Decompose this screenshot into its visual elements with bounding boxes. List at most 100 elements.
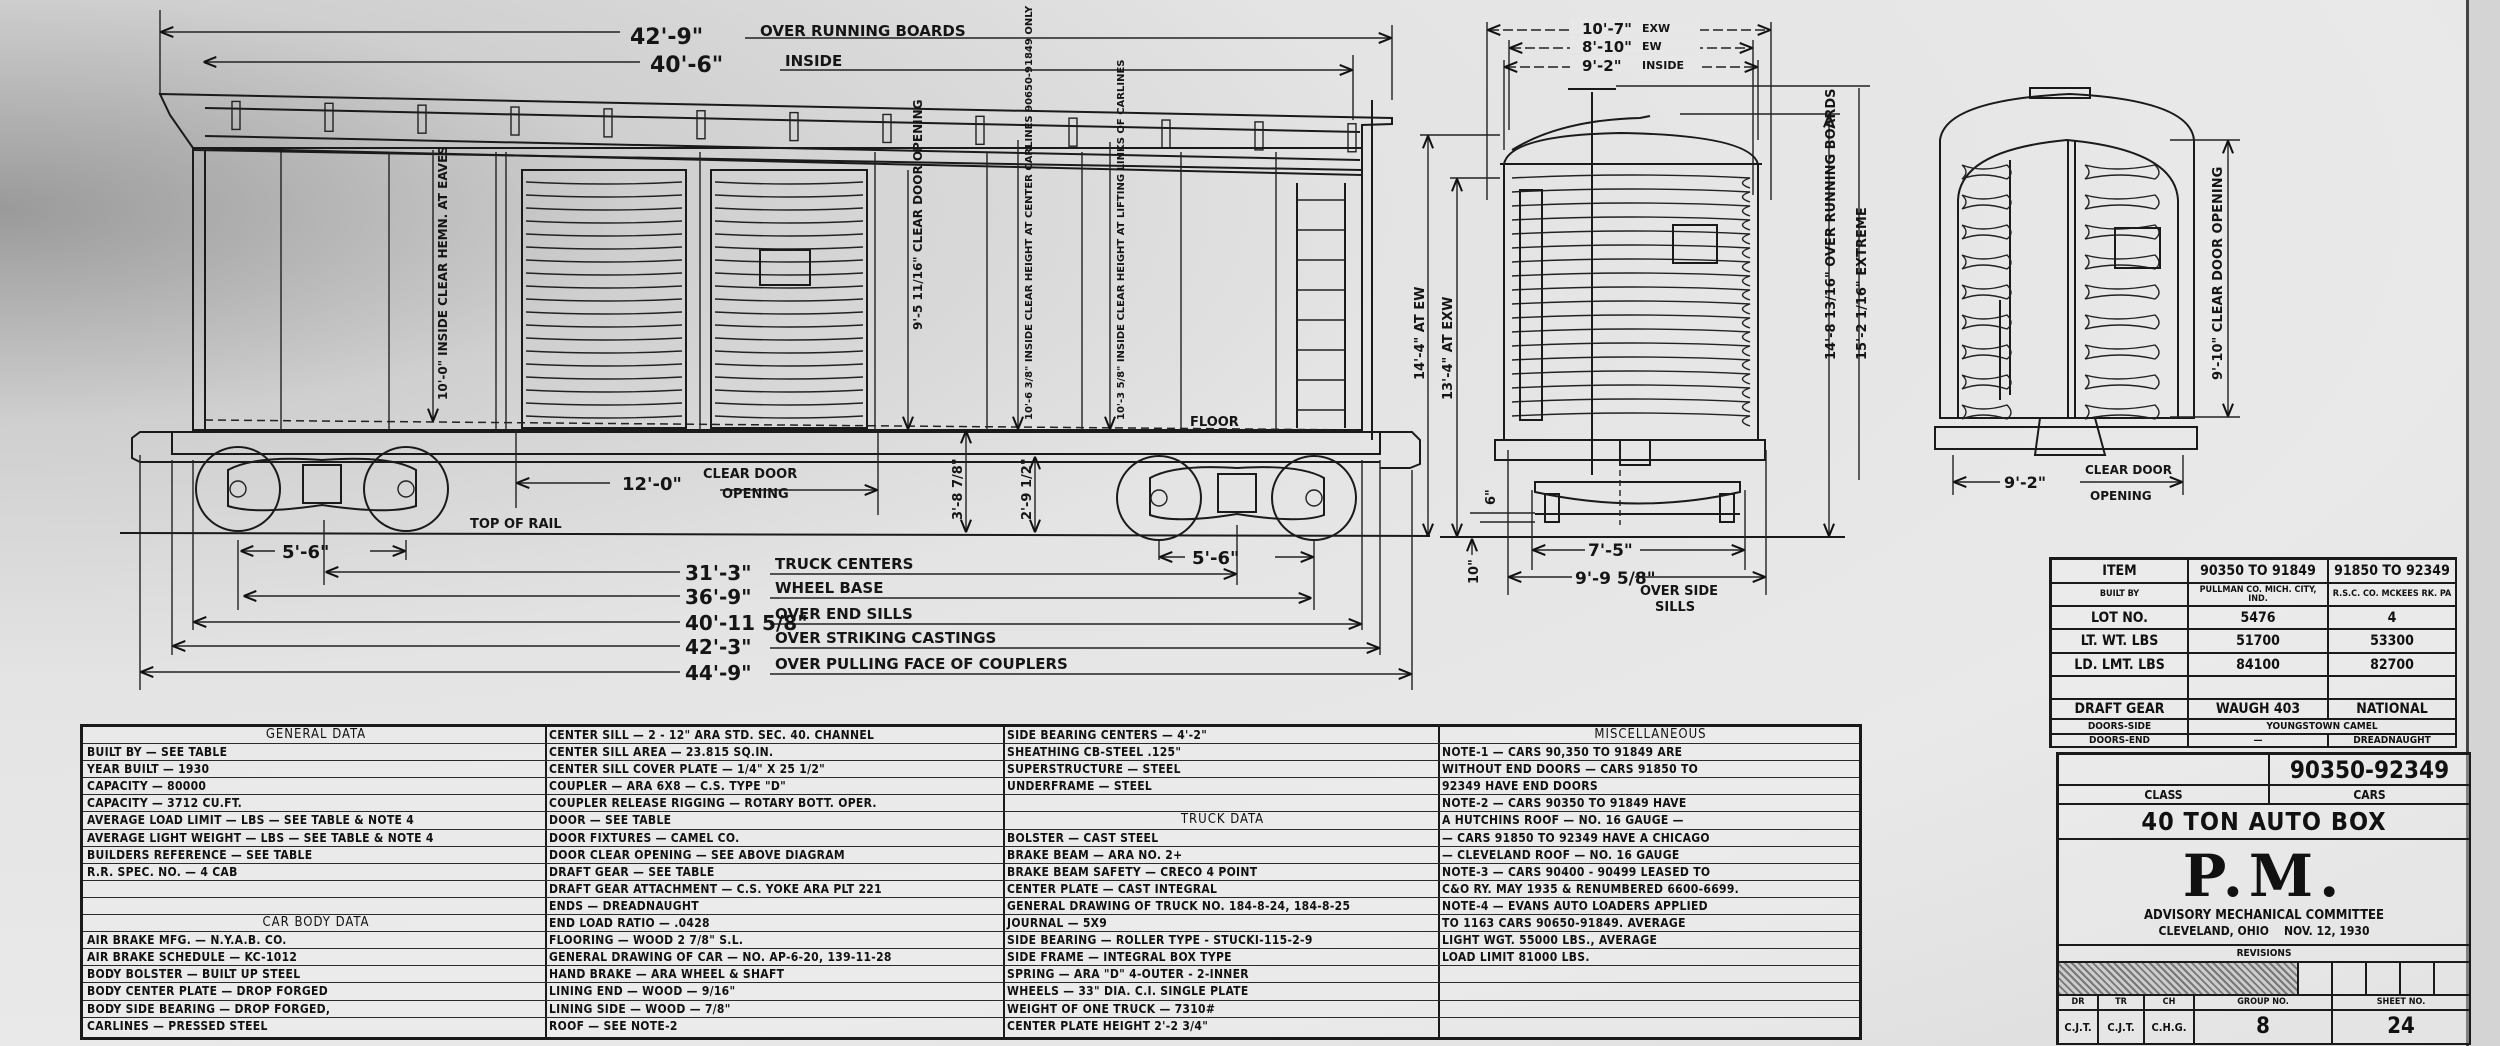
- corrugation: [714, 233, 864, 237]
- scan-edge-strip: [2469, 0, 2500, 1046]
- item-row-label: DRAFT GEAR: [2052, 700, 2189, 720]
- corrugation: [525, 233, 683, 237]
- side-elevation: 42'-9" OVER RUNNING BOARDS 40'-6" INSIDE: [119, 5, 1431, 690]
- end-corrugation: [1511, 230, 1751, 245]
- table-row: [83, 898, 545, 916]
- corrugation: [525, 402, 683, 406]
- item-row-value: YOUNGSTOWN CAMEL: [2189, 720, 2457, 735]
- table-row: GENERAL DRAWING OF CAR — NO. AP-6-20, 13…: [545, 949, 1003, 967]
- item-row-value: 53300: [2329, 630, 2457, 654]
- door-rib: [2084, 344, 2160, 360]
- table-row: CAPACITY — 3712 CU.FT.: [83, 795, 545, 813]
- table-row: R.R. SPEC. NO. — 4 CAB: [83, 864, 545, 881]
- door-rib: [2084, 314, 2160, 330]
- item-row-value: —: [2189, 735, 2329, 748]
- class-label: CLASS: [2059, 786, 2270, 805]
- corrugation: [525, 220, 683, 224]
- end-ladder: [1519, 189, 1543, 421]
- item-row-value: DREADNAUGHT: [2329, 735, 2457, 748]
- door-rib: [1961, 404, 2012, 420]
- running-board-saddle: [975, 115, 985, 146]
- end-corrugation: [1511, 384, 1751, 399]
- door-window: [759, 249, 811, 286]
- door-rib: [2084, 194, 2160, 210]
- table-row: [1438, 966, 1859, 984]
- corrugation: [714, 246, 864, 250]
- running-board-saddle: [510, 106, 520, 136]
- table-row: COUPLER RELEASE RIGGING — ROTARY BOTT. O…: [545, 795, 1003, 813]
- section-header: CAR BODY DATA: [83, 915, 545, 933]
- corrugation: [525, 207, 683, 211]
- top-of-rail-label: TOP OF RAIL: [470, 517, 562, 532]
- table-row: AVERAGE LOAD LIMIT — LBS — SEE TABLE & N…: [83, 812, 545, 830]
- side-posts: [280, 152, 1277, 430]
- cars-label: CARS: [2270, 786, 2471, 805]
- bottom-dim-label: OVER END SILLS: [775, 605, 913, 623]
- end-door-window: [2114, 227, 2161, 269]
- item-row-value: R.S.C. CO. MCKEES RK. PA: [2329, 584, 2457, 607]
- truck-left: [195, 446, 449, 532]
- table-row: SHEATHING CB-STEEL .125": [1003, 744, 1438, 762]
- section-header: MISCELLANEOUS: [1438, 727, 1859, 745]
- item-row-value: 51700: [2189, 630, 2329, 654]
- table-row: — CARS 91850 TO 92349 HAVE A CHICAGO: [1438, 830, 1859, 847]
- corrugation: [714, 285, 864, 289]
- table-row: [1438, 983, 1859, 1001]
- table-row: SIDE BEARING — ROLLER TYPE - STUCKI-115-…: [1003, 932, 1438, 950]
- table-row: BODY BOLSTER — BUILT UP STEEL: [83, 966, 545, 984]
- table-row: JOURNAL — 5X9: [1003, 915, 1438, 933]
- end-height-dim: 14'-8 13/16" OVER RUNNING BOARDS: [1824, 88, 1839, 360]
- table-row: DOOR FIXTURES — CAMEL CO.: [545, 830, 1003, 847]
- end-door-car-body: [1939, 92, 2195, 419]
- door-rib: [2084, 254, 2160, 270]
- corrugation: [714, 402, 864, 406]
- item-row-value: 90350 TO 91849: [2189, 560, 2329, 584]
- item-row-label: DOORS-END: [2052, 735, 2189, 748]
- table-row: BODY CENTER PLATE — DROP FORGED: [83, 983, 545, 1001]
- table-row: FLOORING — WOOD 2 7/8" S.L.: [545, 932, 1003, 950]
- end-corrugation: [1511, 286, 1751, 301]
- table-row: BRAKE BEAM SAFETY — CRECO 4 POINT: [1003, 864, 1438, 881]
- running-board-saddle: [324, 102, 334, 133]
- door-rib: [2084, 164, 2160, 180]
- end-corrugation: [1511, 244, 1751, 259]
- end-width-dim-label: EXW: [1642, 22, 1670, 35]
- corrugation: [525, 181, 683, 185]
- truck-wheelbase-left: 5'-6": [282, 542, 329, 563]
- end-door-height-dim: 9'-10" CLEAR DOOR OPENING: [2211, 167, 2226, 380]
- running-board-saddle: [417, 104, 427, 134]
- corrugation: [714, 194, 864, 198]
- car-body-side: [192, 147, 1363, 431]
- title-block: 90350-92349 CLASS CARS 40 TON AUTO BOX P…: [2056, 752, 2471, 1045]
- revision-entry-hatched: [2059, 963, 2299, 996]
- end-side-sills-label-2: SILLS: [1655, 600, 1695, 615]
- corrugation: [714, 376, 864, 380]
- table-row: CENTER SILL AREA — 23.815 SQ.IN.: [545, 744, 1003, 762]
- corrugation: [714, 272, 864, 276]
- door-rib: [2084, 284, 2160, 300]
- corrugation: [714, 337, 864, 341]
- table-row: TO 1163 CARS 90650-91849. AVERAGE: [1438, 915, 1859, 933]
- table-row: BUILT BY — SEE TABLE: [83, 744, 545, 762]
- table-row: DOOR CLEAR OPENING — SEE ABOVE DIAGRAM: [545, 847, 1003, 864]
- running-board-saddle: [603, 108, 613, 138]
- end-side-sills-label: OVER SIDE: [1640, 584, 1718, 599]
- table-row: SUPERSTRUCTURE — STEEL: [1003, 761, 1438, 779]
- dim-inside-length-value: 40'-6": [650, 53, 723, 78]
- table-row: BRAKE BEAM — ARA NO. 2+: [1003, 847, 1438, 864]
- corrugation: [714, 220, 864, 224]
- revision-box: [2367, 963, 2401, 996]
- vertical-dimension-note: 10'-6 3/8" INSIDE CLEAR HEIGHT AT CENTER…: [1024, 5, 1035, 420]
- corrugation: [525, 350, 683, 354]
- door-opening-value: 12'-0": [622, 474, 682, 495]
- corrugation: [525, 363, 683, 367]
- end-width-dim-label: EW: [1642, 40, 1662, 53]
- table-row: A HUTCHINS ROOF — NO. 16 GAUGE —: [1438, 812, 1859, 830]
- end-corrugation: [1511, 412, 1751, 427]
- table-row: CENTER PLATE — CAST INTEGRAL: [1003, 881, 1438, 898]
- table-row: CENTER SILL — 2 - 12" ARA STD. SEC. 40. …: [545, 727, 1003, 745]
- table-row: CARLINES — PRESSED STEEL: [87, 1018, 268, 1033]
